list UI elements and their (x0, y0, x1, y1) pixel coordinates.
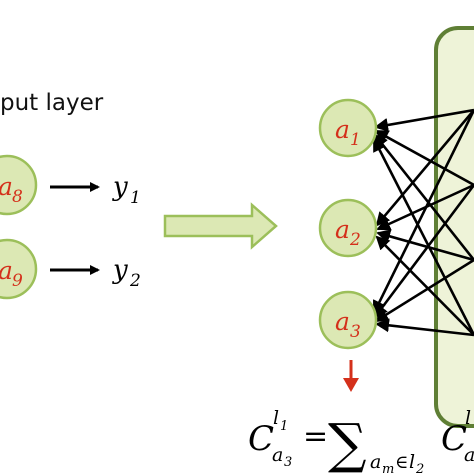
formula-rhs-sup: l (465, 407, 471, 429)
formula-lhs-sup: l (273, 407, 279, 429)
right-node-a2: a 2 (318, 198, 378, 258)
formula-sum-set-symbol: ∈ (395, 452, 408, 473)
formula-equals: = (303, 419, 328, 454)
formula-lhs-sub-sub: 3 (284, 455, 292, 470)
left-node-a9: a 9 (0, 238, 38, 300)
layer-title: put layer (0, 90, 104, 116)
transition-block-arrow (163, 202, 278, 250)
right-node-a1-var: a (335, 115, 350, 144)
formula-sum-index-sub: m (382, 462, 394, 474)
formula-lhs-base: C (248, 419, 274, 459)
connection-arrows (372, 108, 474, 337)
output-y2-sub: 2 (129, 271, 141, 291)
output-y1-sub: 1 (130, 188, 141, 208)
formula-sum-index: a (370, 451, 381, 473)
output-y2-var: y (112, 255, 128, 285)
formula-sum-set-sub: 2 (415, 462, 424, 474)
output-y1-var: y (112, 172, 128, 202)
formula-sum-symbol: ∑ (328, 412, 367, 474)
formula-lhs-sub: a (272, 444, 283, 466)
right-node-a3-var: a (335, 307, 350, 336)
left-node-a8: a 8 (0, 154, 38, 216)
formula-sum-set: l (409, 451, 415, 473)
right-node-a1-sub: 1 (350, 130, 361, 150)
left-node-a9-sub: 9 (12, 271, 23, 291)
formula-lhs-sup-sub: 1 (280, 419, 288, 434)
right-node-a3-sub: 3 (350, 322, 361, 342)
right-node-a3: a 3 (318, 290, 378, 350)
red-down-arrow (343, 360, 359, 392)
right-node-a1: a 1 (318, 98, 378, 158)
formula-rhs-sub: a (464, 444, 474, 466)
right-node-a2-sub: 2 (349, 230, 361, 250)
left-node-a9-var: a (0, 256, 13, 285)
cost-formula: C l 1 a 3 = ∑ a m ∈ l 2 C l a (248, 407, 474, 474)
right-node-a2-var: a (335, 215, 350, 244)
formula-rhs-base: C (441, 419, 467, 459)
left-node-a8-sub: 8 (12, 187, 23, 207)
left-node-a8-var: a (0, 172, 13, 201)
